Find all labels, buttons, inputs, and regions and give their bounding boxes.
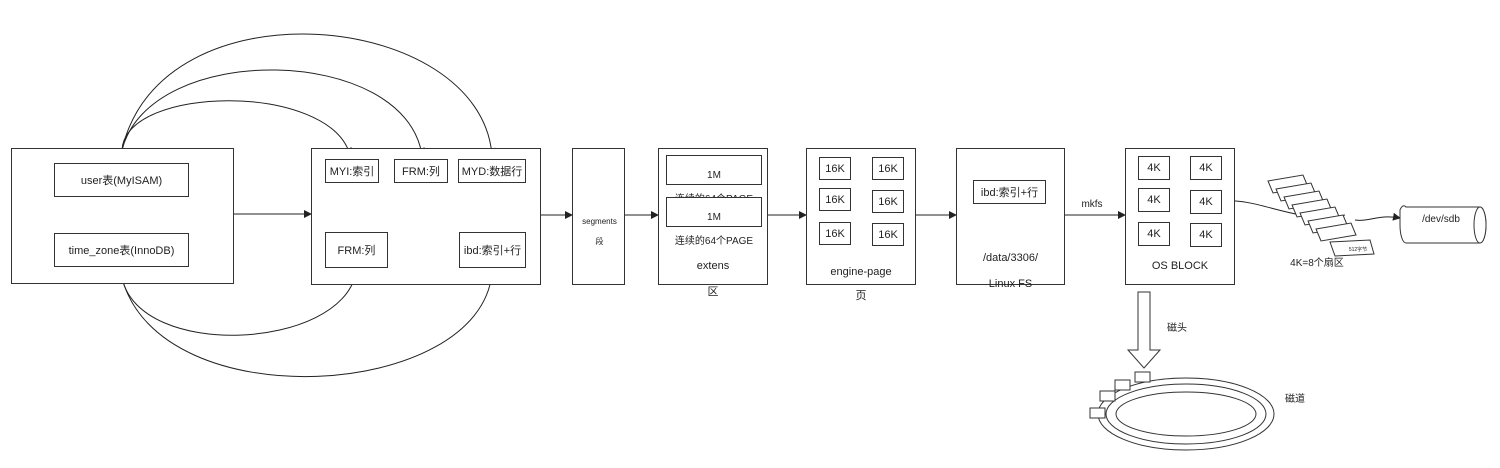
user-table-label: user表(MyISAM): [80, 175, 163, 187]
extent-block-1: 1M 连续的64个PAGE: [666, 155, 762, 205]
extent-block-1-size: 1M: [707, 170, 721, 181]
os-block-box: 4K 4K 4K 4K 4K 4K OS BLOCK: [1125, 148, 1235, 285]
block-cell-5: 4K: [1138, 222, 1170, 246]
curve-user-to-frm: [121, 69, 425, 156]
extent-block-2-size: 1M: [707, 212, 721, 223]
page-cell-3: 16K: [819, 188, 851, 211]
engine-page-box: 16K 16K 16K 16K 16K 16K engine-page 页: [806, 148, 916, 302]
disk-track-label: 磁道: [1285, 394, 1305, 405]
block-cell-5-label: 4K: [1147, 228, 1161, 240]
ibd-file-label: ibd:索引+行: [463, 245, 522, 257]
segments-label: segments 段: [573, 207, 626, 257]
fs-ibd-file-label: ibd:索引+行: [980, 187, 1039, 199]
fs-name-label: Linux FS: [988, 278, 1033, 290]
timezone-table-box: time_zone表(InnoDB): [54, 233, 189, 267]
page-cell-6-label: 16K: [878, 228, 898, 241]
frm-file-box-bottom: FRM:列: [325, 232, 388, 268]
page-cell-4-label: 16K: [878, 195, 898, 208]
page-cell-2-label: 16K: [878, 162, 898, 175]
myi-file-box: MYI:索引: [325, 159, 379, 183]
page-cell-5: 16K: [819, 222, 851, 245]
mkfs-label: mkfs: [1081, 199, 1103, 210]
page-cell-5-label: 16K: [825, 227, 845, 240]
os-block-label: OS BLOCK: [1151, 260, 1209, 272]
block-cell-1: 4K: [1138, 156, 1170, 180]
page-cell-2: 16K: [872, 157, 904, 180]
curve-timezone-to-frm: [121, 272, 359, 336]
extens-label-cn: 区: [707, 286, 719, 298]
page-cell-3-label: 16K: [825, 193, 845, 206]
page-cell-4: 16K: [872, 190, 904, 213]
device-cylinder-icon: [1399, 205, 1487, 244]
engine-page-label-cn: 页: [855, 290, 867, 302]
frm-file-label-top: FRM:列: [402, 166, 440, 178]
arrow-sectors-to-device: [1354, 212, 1401, 221]
frm-file-box-top: FRM:列: [394, 159, 448, 183]
block-cell-6: 4K: [1190, 223, 1222, 247]
curve-timezone-to-ibd: [121, 272, 496, 378]
disk-head-label: 磁头: [1167, 323, 1187, 334]
page-cell-1-label: 16K: [825, 162, 845, 175]
device-label: /dev/sdb: [1422, 214, 1460, 225]
linux-fs-box: ibd:索引+行 /data/3306/ Linux FS: [956, 148, 1065, 290]
sector-count-label: 4K=8个扇区: [1290, 258, 1344, 269]
extens-label: extens: [696, 260, 730, 272]
frm-file-label-bottom: FRM:列: [337, 245, 376, 257]
block-cell-4: 4K: [1190, 190, 1222, 214]
extens-box: 1M 连续的64个PAGE 1M 连续的64个PAGE extens 区: [658, 148, 768, 298]
myd-file-label: MYD:数据行: [461, 166, 523, 178]
block-cell-6-label: 4K: [1199, 229, 1213, 241]
page-cell-6: 16K: [872, 223, 904, 246]
block-cell-2-label: 4K: [1199, 162, 1213, 174]
segments-label-line1: segments: [582, 217, 617, 226]
sector-size-label: 512字节: [1348, 247, 1368, 253]
timezone-table-label: time_zone表(InnoDB): [68, 245, 175, 257]
user-table-box: user表(MyISAM): [54, 163, 189, 197]
fs-path-label: /data/3306/: [982, 252, 1039, 264]
segments-label-line2: 段: [595, 237, 604, 246]
engine-page-label: engine-page: [830, 266, 892, 278]
curve-user-to-myi: [121, 100, 352, 156]
disk-sector-marks: [1089, 371, 1151, 419]
block-cell-3: 4K: [1138, 188, 1170, 212]
ibd-file-box: ibd:索引+行: [459, 232, 526, 268]
myd-file-box: MYD:数据行: [458, 159, 526, 183]
curve-user-to-myd: [121, 33, 496, 156]
extent-block-2-desc: 连续的64个PAGE: [674, 236, 754, 247]
sector-fan: [1267, 174, 1375, 257]
disk-platter-icon: [1097, 377, 1275, 451]
myi-file-label: MYI:索引: [329, 166, 375, 178]
block-cell-2: 4K: [1190, 156, 1222, 180]
segments-box: segments 段: [572, 148, 625, 285]
block-cell-1-label: 4K: [1147, 162, 1161, 174]
block-cell-3-label: 4K: [1147, 194, 1161, 206]
fs-ibd-file-box: ibd:索引+行: [973, 180, 1046, 204]
page-cell-1: 16K: [819, 157, 851, 180]
block-cell-4-label: 4K: [1199, 196, 1213, 208]
extent-block-2: 1M 连续的64个PAGE: [666, 197, 762, 247]
disk-head-arrow-icon: [1126, 291, 1162, 369]
